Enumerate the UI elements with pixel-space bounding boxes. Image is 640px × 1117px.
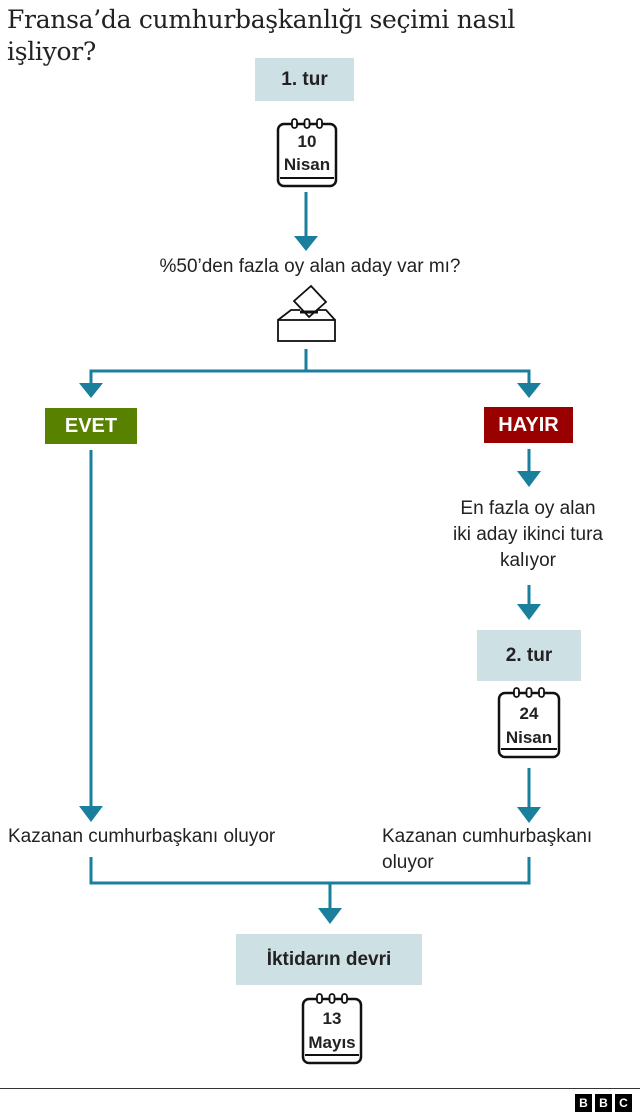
calendar-icon: 24 Nisan xyxy=(497,687,561,759)
footer-divider xyxy=(0,1088,640,1089)
calendar-day: 24 xyxy=(519,704,539,723)
round-1-label: 1. tur xyxy=(281,68,328,90)
arrow-down-icon xyxy=(517,471,541,487)
runoff-description-line: En fazla oy alan xyxy=(460,498,596,519)
handover-box: İktidarın devri xyxy=(236,934,422,985)
calendar-month: Nisan xyxy=(283,155,331,174)
round-2-label: 2. tur xyxy=(505,644,553,666)
yes-badge: EVET xyxy=(45,408,137,444)
bbc-logo: B B C xyxy=(575,1094,632,1112)
round-2-box: 2. tur xyxy=(477,630,581,681)
no-result-text: Kazanan cumhurbaşkanı oluyor xyxy=(382,824,640,876)
calendar-month: Mayıs xyxy=(308,1033,356,1052)
calendar-month: Nisan xyxy=(505,728,553,747)
ballot-box-icon xyxy=(277,284,336,342)
arrow-down-icon xyxy=(517,383,541,398)
yes-result-text: Kazanan cumhurbaşkanı oluyor xyxy=(8,826,276,847)
calendar-day: 13 xyxy=(322,1009,342,1028)
no-result-line: oluyor xyxy=(382,852,434,873)
arrow-down-icon xyxy=(79,806,103,822)
arrow-down-icon xyxy=(294,236,318,251)
logo-letter: B xyxy=(595,1094,612,1112)
runoff-description-line: iki aday ikinci tura xyxy=(453,524,603,545)
arrow-down-icon xyxy=(517,604,541,620)
round-1-box: 1. tur xyxy=(255,58,354,101)
runoff-description: En fazla oy alan iki aday ikinci tura ka… xyxy=(420,496,636,574)
arrow-down-icon xyxy=(79,383,103,398)
no-result-line: Kazanan cumhurbaşkanı xyxy=(382,826,593,847)
calendar-icon: 10 Nisan xyxy=(276,118,338,188)
no-label: HAYIR xyxy=(498,413,559,436)
arrow-down-icon xyxy=(318,908,342,924)
logo-letter: B xyxy=(575,1094,592,1112)
runoff-description-line: kalıyor xyxy=(500,550,556,571)
page-title: Fransa’da cumhurbaşkanlığı seçimi nasıl … xyxy=(7,5,516,66)
yes-label: EVET xyxy=(64,414,118,437)
handover-label: İktidarın devri xyxy=(266,948,392,970)
question-text: %50’den fazla oy alan aday var mı? xyxy=(159,256,461,277)
arrow-down-icon xyxy=(517,807,541,823)
no-badge: HAYIR xyxy=(484,407,573,443)
calendar-icon: 13 Mayıs xyxy=(301,993,363,1065)
logo-letter: C xyxy=(615,1094,632,1112)
calendar-day: 10 xyxy=(297,132,317,151)
